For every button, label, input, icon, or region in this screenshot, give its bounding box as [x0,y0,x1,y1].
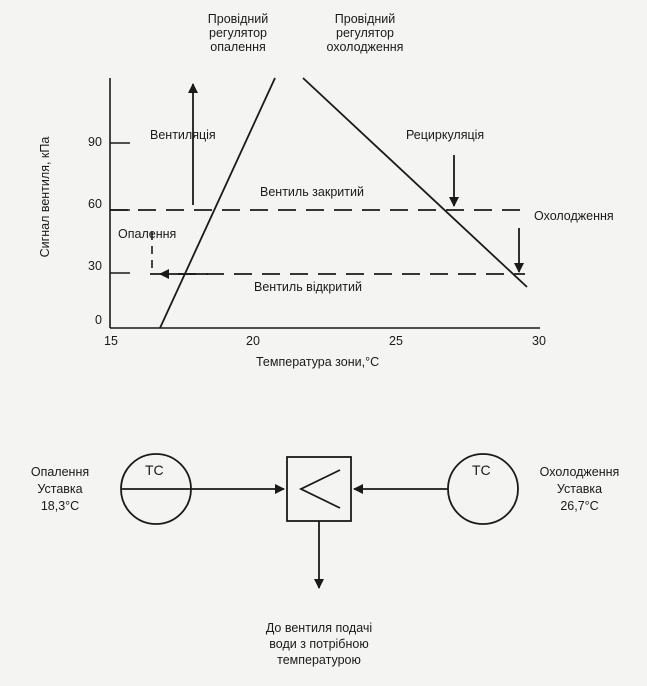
output-label: До вентиля подачі води з потрібною темпе… [265,621,373,667]
y-tick-label: 90 [88,135,102,149]
ventilation-label: Вентиляція [150,128,216,142]
y-axis-label: Сигнал вентиля, кПа [38,136,52,258]
x-tick-label: 20 [246,334,260,348]
comparator-box [286,456,352,522]
cooling-setpoint-label: Охолодження Уставка 26,7°С [539,465,620,513]
recirculation-label: Рециркуляція [406,128,485,142]
valve-open-label: Вентиль відкритий [254,280,362,294]
heating-setpoint-label: Опалення Уставка 18,3°С [30,465,90,513]
cooling-controller-line [302,77,528,288]
heating-controller-label: Провідний регулятор опалення [207,12,269,54]
heating-label: Опалення [118,227,177,241]
x-tick-label: 25 [389,334,403,348]
heating-controller-line [159,77,276,329]
comparator-symbol [298,469,341,509]
y-tick-label: 30 [88,259,102,273]
x-tick-label: 15 [104,334,118,348]
right-tc-label: TC [472,462,491,478]
valve-closed-label: Вентиль закритий [260,185,364,199]
y-tick-label: 60 [88,197,102,211]
left-tc-label: TC [145,462,164,478]
x-axis-label: Температура зони,°С [256,355,380,369]
x-tick-label: 30 [532,334,546,348]
y-tick-label: 0 [95,313,102,327]
cooling-controller-label: Провідний регулятор охолодження [326,12,404,54]
cooling-label: Охолодження [534,209,614,223]
